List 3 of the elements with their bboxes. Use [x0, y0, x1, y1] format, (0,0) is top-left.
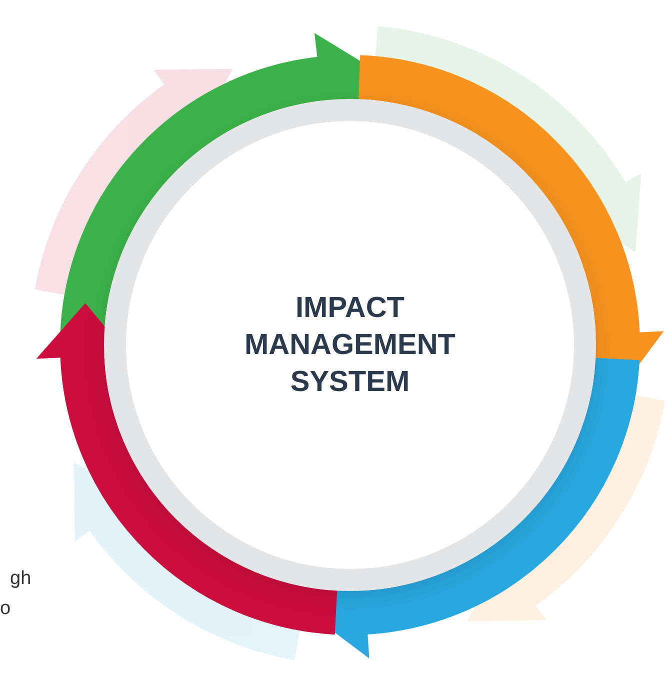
text-fragment: gh	[10, 568, 32, 590]
center-title: IMPACT MANAGEMENT SYSTEM	[243, 290, 457, 400]
text-fragment: o	[0, 598, 11, 620]
